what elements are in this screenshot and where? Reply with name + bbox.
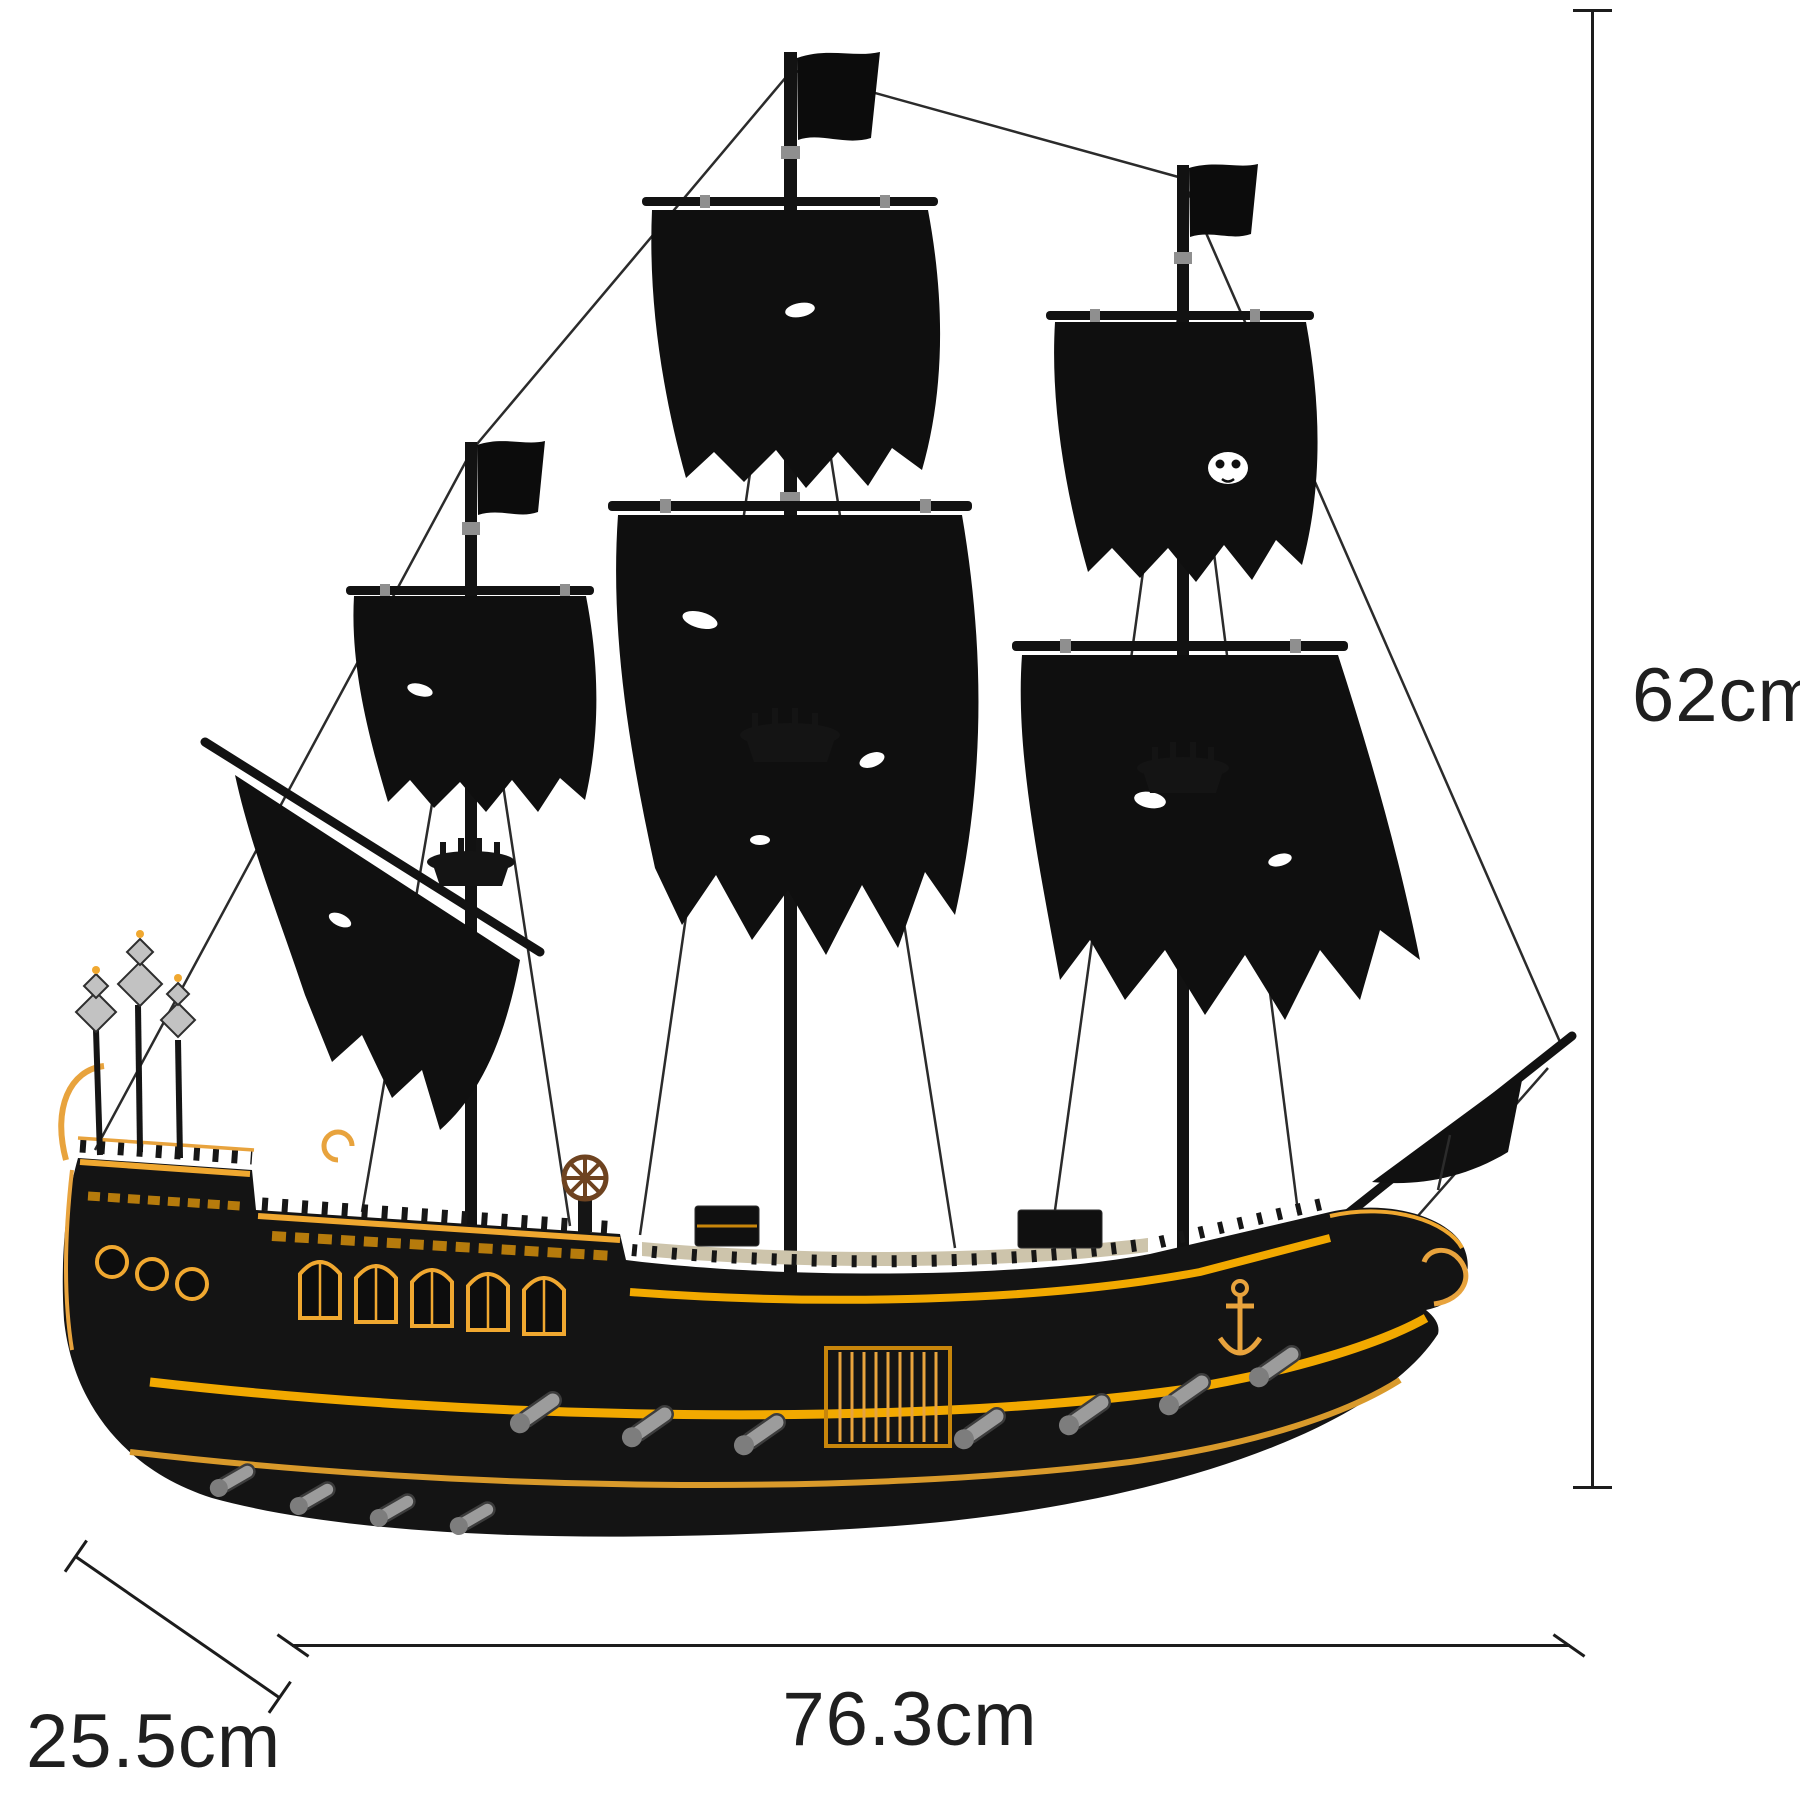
mizzen-mast-group bbox=[200, 441, 597, 1242]
mizzen-yard bbox=[346, 586, 594, 595]
hull-gold-stripes bbox=[64, 1159, 1464, 1488]
fore-course-sail bbox=[1020, 655, 1420, 1020]
fore-top-yard bbox=[1046, 311, 1314, 320]
cannons bbox=[209, 1345, 1301, 1535]
fore-topsail bbox=[1054, 322, 1318, 582]
mizzen-flag bbox=[477, 441, 545, 515]
fore-mast-group bbox=[1012, 164, 1420, 1255]
ship-wheel bbox=[561, 1154, 609, 1232]
stern-oval-windows bbox=[95, 1245, 209, 1301]
lateen-spar bbox=[200, 737, 545, 957]
jib-sail bbox=[1372, 1070, 1524, 1184]
height-dimension-tick-bottom bbox=[1573, 1486, 1612, 1489]
fore-flag bbox=[1189, 164, 1258, 237]
bowsprit-group bbox=[1317, 1031, 1577, 1239]
mizzen-topsail bbox=[353, 596, 597, 812]
gold-grating bbox=[824, 1346, 952, 1448]
main-topsail bbox=[651, 210, 941, 488]
stern-cabin-windows bbox=[298, 1260, 566, 1336]
gold-swirl-ornament bbox=[321, 1129, 355, 1163]
main-top-yard bbox=[642, 197, 938, 206]
hull-group bbox=[58, 930, 1469, 1537]
sail-skull-motif bbox=[1208, 452, 1248, 484]
bow-figurehead-curl bbox=[1421, 1247, 1469, 1307]
fore-mid-yard bbox=[1012, 641, 1348, 651]
length-dimension-label: 76.3cm bbox=[782, 1677, 1038, 1762]
hull bbox=[62, 1158, 1468, 1537]
deck-planking bbox=[642, 1238, 1148, 1267]
height-dimension-tick-top bbox=[1573, 9, 1612, 12]
stern-lanterns bbox=[58, 930, 197, 1161]
main-mast-group bbox=[608, 52, 979, 1282]
height-dimension-line bbox=[1591, 10, 1594, 1488]
mizzen-mast bbox=[465, 442, 477, 1242]
main-mid-yard bbox=[608, 501, 972, 511]
width-dimension-label: 25.5cm bbox=[26, 1699, 282, 1784]
deck-structure bbox=[1017, 1209, 1103, 1249]
anchor bbox=[1217, 1279, 1263, 1356]
height-dimension-label: 62cm bbox=[1632, 653, 1800, 738]
main-flag bbox=[797, 52, 880, 141]
length-dimension-line bbox=[292, 1644, 1570, 1647]
lateen-sail bbox=[235, 775, 520, 1130]
